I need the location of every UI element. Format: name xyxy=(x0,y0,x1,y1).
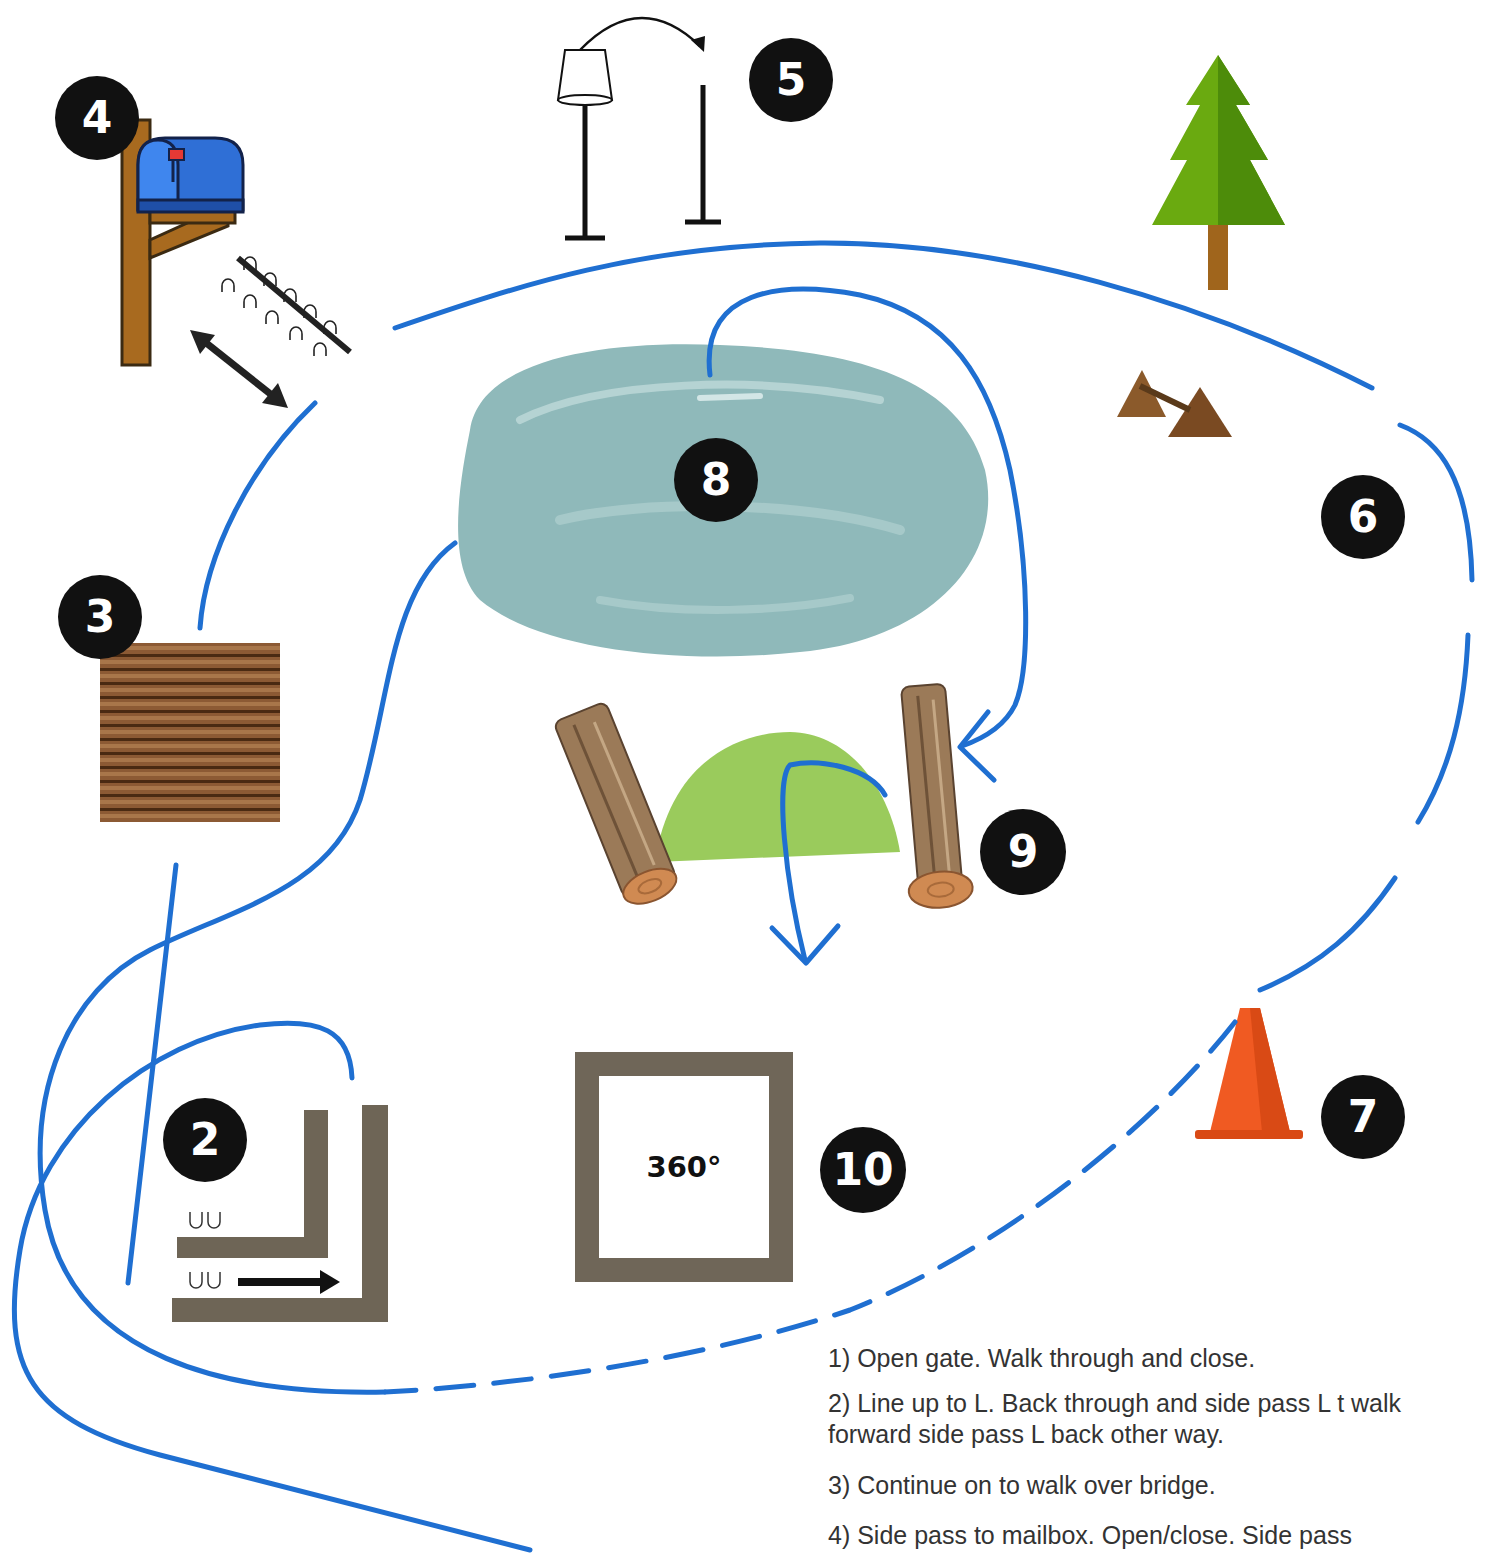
pine-tree xyxy=(1152,55,1285,290)
tree-crown xyxy=(1152,55,1285,225)
obstacle-box: 360° xyxy=(575,1052,793,1282)
pond xyxy=(458,344,988,656)
node-text: 360° xyxy=(646,1153,721,1182)
node-text: 3 xyxy=(85,595,116,639)
arrow-head xyxy=(262,383,288,408)
bucket-poles xyxy=(558,18,721,238)
direction-arrow-head xyxy=(320,1270,340,1294)
rake-bar xyxy=(238,258,350,352)
trail-line xyxy=(1400,425,1472,580)
pole-base xyxy=(565,236,605,241)
node-text: 2 xyxy=(190,1118,221,1162)
log-ring xyxy=(927,882,954,898)
bucket xyxy=(558,50,612,100)
move-arrow xyxy=(580,18,700,50)
arrow-head xyxy=(190,330,215,354)
tree-shade xyxy=(1218,55,1285,225)
board xyxy=(177,1237,328,1258)
pond-ripple xyxy=(700,396,760,398)
log-jump xyxy=(553,683,974,911)
callout-circle: 6 xyxy=(1321,475,1405,559)
cone-shade xyxy=(1250,1008,1290,1132)
callout-circle: 5 xyxy=(749,38,833,122)
instruction-text: 2) Line up to L. Back through and side p… xyxy=(828,1388,1488,1450)
callout-circle: 8 xyxy=(674,438,758,522)
arrow-shaft xyxy=(205,342,273,396)
node-text: 4 xyxy=(82,96,113,140)
trail-arrow-head xyxy=(772,926,838,963)
trail-arrow-head xyxy=(960,712,994,780)
double-arrow xyxy=(190,330,288,408)
pole xyxy=(701,85,706,222)
pond-water xyxy=(458,344,988,656)
cone-base xyxy=(1195,1130,1303,1139)
move-arrow-head xyxy=(691,36,705,52)
callout-circle: 2 xyxy=(163,1098,247,1182)
trail-line xyxy=(14,1023,530,1550)
trail-line xyxy=(395,243,1372,388)
cone-body xyxy=(1210,1008,1290,1132)
board xyxy=(362,1105,388,1322)
log-end xyxy=(618,862,681,911)
instruction-text: 1) Open gate. Walk through and close. xyxy=(828,1343,1488,1374)
node-text: 8 xyxy=(701,458,732,502)
log-bark xyxy=(918,696,935,880)
log-bark xyxy=(594,721,654,865)
pond-ripple xyxy=(520,385,880,420)
rake-obstacle xyxy=(222,257,350,356)
trail-line xyxy=(1260,878,1395,990)
brush-branch xyxy=(1140,386,1190,410)
pole-base xyxy=(685,220,721,225)
l-backing-boards xyxy=(172,1105,388,1322)
trail-line xyxy=(1418,635,1468,822)
callout-circle: 10 xyxy=(820,1127,906,1213)
log-body xyxy=(901,683,963,896)
callout-circle: 4 xyxy=(55,76,139,160)
hoof-prints xyxy=(190,1272,220,1288)
pond-ripple xyxy=(600,598,850,610)
node-text: 7 xyxy=(1348,1095,1379,1139)
log-end xyxy=(907,869,974,910)
log-ring xyxy=(636,876,663,896)
callout-circle: 9 xyxy=(980,809,1066,895)
node-text: 6 xyxy=(1348,495,1379,539)
pole xyxy=(583,100,588,238)
trail-line xyxy=(200,403,315,628)
bucket-rim xyxy=(558,95,612,105)
rake-tines xyxy=(222,279,326,356)
mailbox-base xyxy=(138,200,243,212)
trail-line xyxy=(40,543,455,1392)
traffic-cone xyxy=(1195,1008,1303,1139)
brush-pile xyxy=(1117,370,1232,437)
log xyxy=(553,701,681,910)
trail-line xyxy=(709,289,1026,746)
callout-circle: 3 xyxy=(58,575,142,659)
rake-tines xyxy=(244,257,336,334)
log-bark xyxy=(933,699,949,873)
brush-triangle xyxy=(1168,387,1232,437)
callout-circle: 7 xyxy=(1321,1075,1405,1159)
hoof-prints xyxy=(190,1212,220,1228)
board xyxy=(304,1110,328,1258)
mound xyxy=(655,732,900,862)
trail-dashed xyxy=(385,1022,1235,1392)
mailbox-flag xyxy=(169,149,184,160)
node-text: 9 xyxy=(1008,830,1039,874)
instruction-text: 4) Side pass to mailbox. Open/close. Sid… xyxy=(828,1520,1488,1551)
mailbox-symbol xyxy=(122,120,243,365)
bridge xyxy=(100,643,280,822)
tree-trunk xyxy=(1208,222,1228,290)
node-text: 10 xyxy=(832,1148,893,1192)
direction-arrow xyxy=(238,1278,322,1286)
node-text: 5 xyxy=(776,58,807,102)
board xyxy=(172,1298,388,1322)
instruction-text: 3) Continue on to walk over bridge. xyxy=(828,1470,1488,1501)
log xyxy=(891,683,974,911)
